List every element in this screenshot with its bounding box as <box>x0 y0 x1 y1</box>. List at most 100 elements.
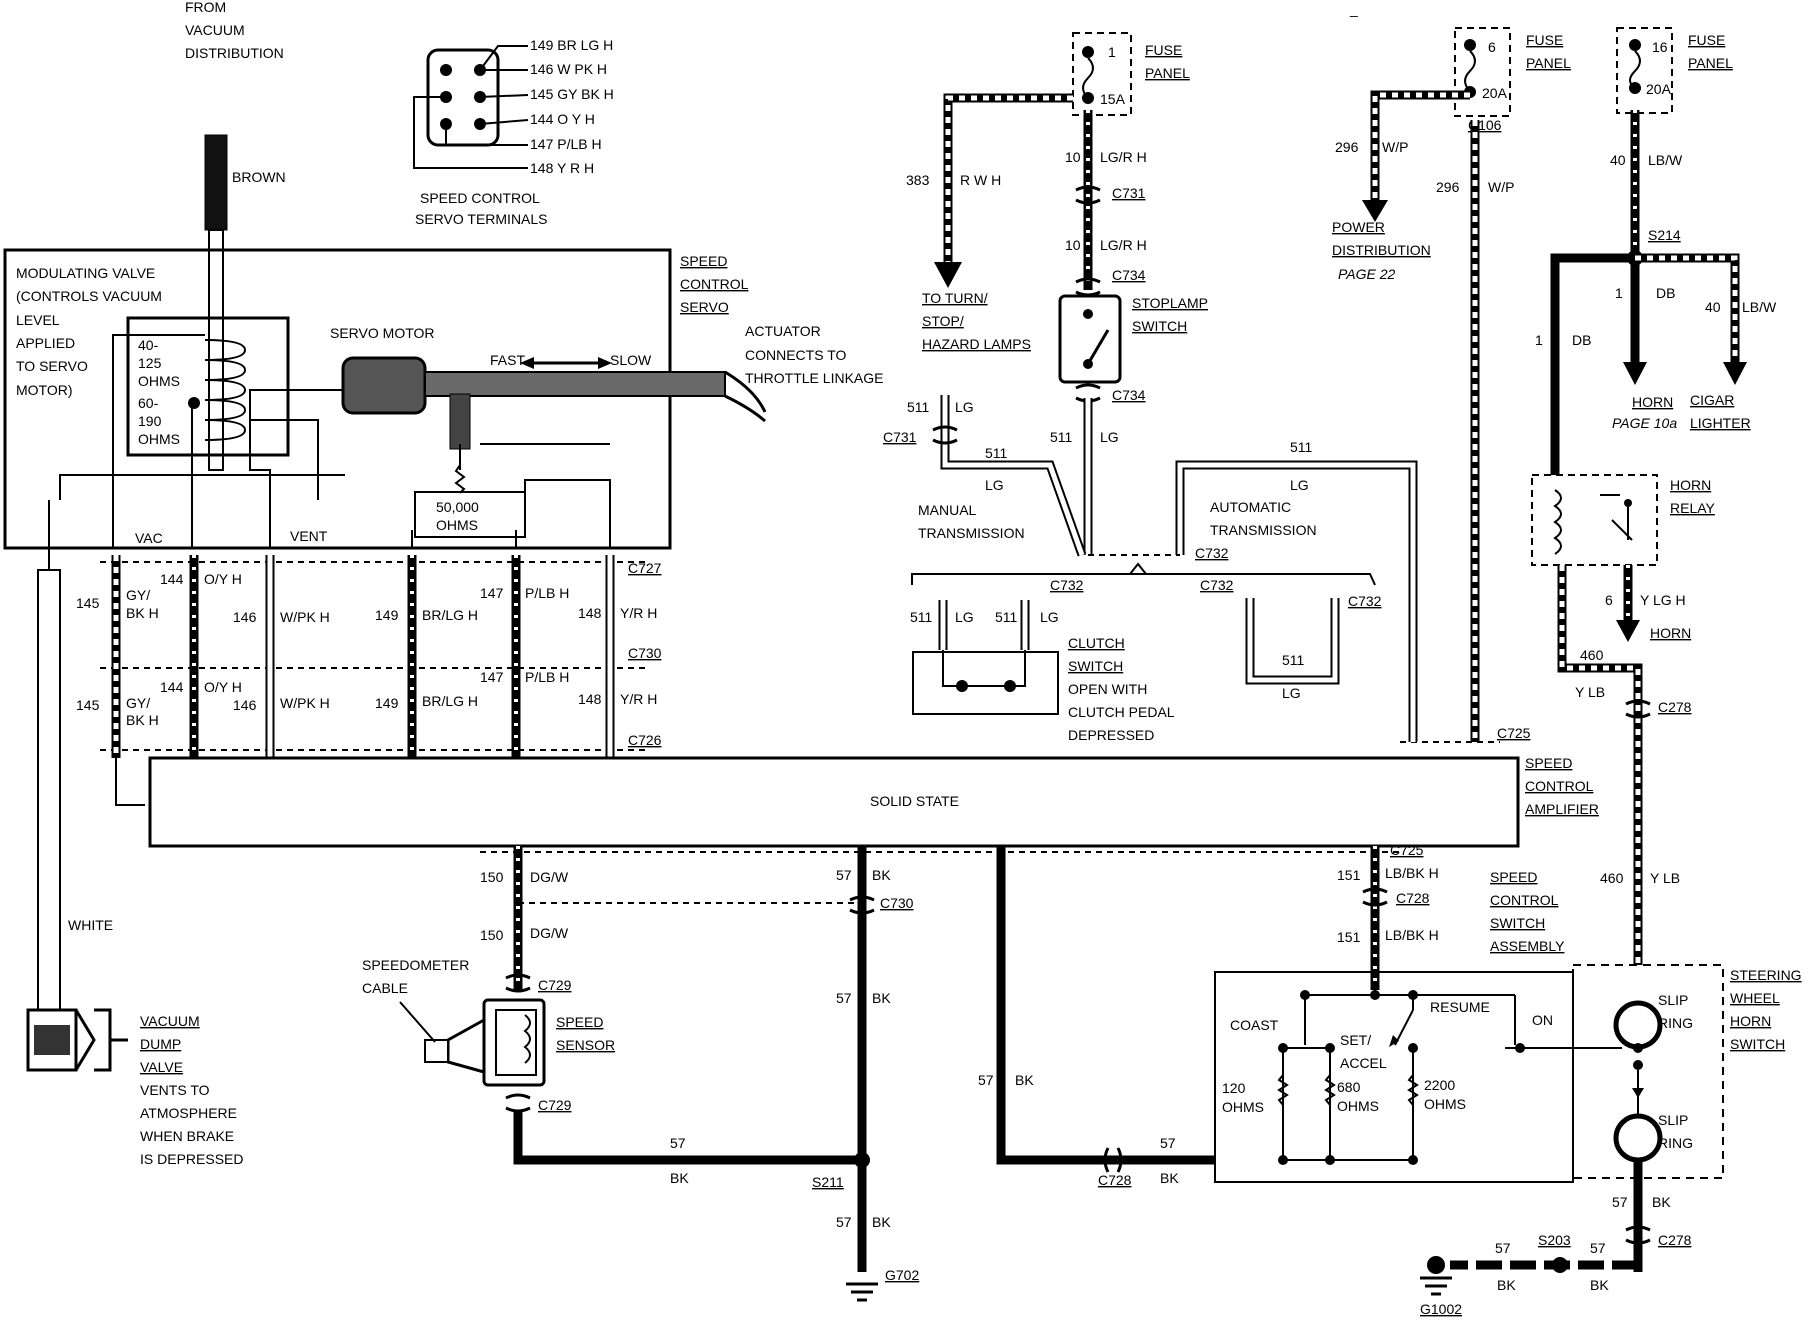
svg-text:C734: C734 <box>1112 267 1146 283</box>
svg-text:BK: BK <box>872 867 891 883</box>
wire-150-dg-w: 150 DG/W 150 DG/W C729 <box>480 846 860 993</box>
servo-motor: SERVO MOTOR <box>330 325 767 450</box>
svg-text:PAGE 22: PAGE 22 <box>1338 266 1396 282</box>
svg-text:57: 57 <box>1495 1240 1511 1256</box>
speed-control-switch-assembly: SPEED CONTROL SWITCH ASSEMBLY COAST SET/… <box>1214 869 1622 1183</box>
svg-text:OHMS: OHMS <box>1222 1099 1264 1115</box>
svg-text:DUMP: DUMP <box>140 1036 181 1052</box>
svg-text:LG/R H: LG/R H <box>1100 237 1147 253</box>
svg-text:120: 120 <box>1222 1080 1246 1096</box>
vent-label: VENT <box>290 528 328 544</box>
svg-text:145 GY BK H: 145 GY BK H <box>530 86 614 102</box>
svg-text:SERVO: SERVO <box>680 299 729 315</box>
svg-text:POWER: POWER <box>1332 219 1385 235</box>
svg-text:Y/R H: Y/R H <box>620 691 657 707</box>
white-hose-label: WHITE <box>68 917 113 933</box>
svg-text:50,000: 50,000 <box>436 499 479 515</box>
svg-text:SLOW: SLOW <box>610 352 652 368</box>
svg-text:150: 150 <box>480 869 504 885</box>
svg-text:57: 57 <box>836 1214 852 1230</box>
svg-text:LG: LG <box>985 477 1004 493</box>
svg-text:C732: C732 <box>1050 577 1084 593</box>
svg-text:S203: S203 <box>1538 1232 1571 1248</box>
svg-text:511: 511 <box>1282 652 1305 668</box>
brown-vacuum-hose: BROWN <box>204 134 286 471</box>
svg-text:460: 460 <box>1600 870 1624 886</box>
svg-text:HAZARD LAMPS: HAZARD LAMPS <box>922 336 1031 352</box>
servo-motor-label: SERVO MOTOR <box>330 325 435 341</box>
svg-text:TRANSMISSION: TRANSMISSION <box>918 525 1025 541</box>
speed-control-servo-title: SPEED CONTROL SERVO <box>680 253 749 315</box>
svg-text:FUSE: FUSE <box>1688 32 1725 48</box>
svg-text:145: 145 <box>76 595 100 611</box>
svg-text:MANUAL: MANUAL <box>918 502 977 518</box>
svg-text:190: 190 <box>138 413 162 429</box>
steering-wheel-horn-switch: SLIP RING SLIP RING STEERING WHEEL HORN … <box>1572 964 1802 1179</box>
svg-text:ACCEL: ACCEL <box>1340 1055 1387 1071</box>
servo-harness-connector-row-c727: C727 C730 C726 <box>100 560 662 751</box>
feedback-potentiometer: 50,000 OHMS <box>414 443 611 538</box>
svg-text:FUSE: FUSE <box>1526 32 1563 48</box>
svg-text:DB: DB <box>1572 332 1591 348</box>
svg-text:15A: 15A <box>1100 91 1126 107</box>
servo-harness-wires <box>111 555 615 806</box>
svg-text:ASSEMBLY: ASSEMBLY <box>1490 938 1565 954</box>
svg-text:SWITCH: SWITCH <box>1132 318 1187 334</box>
svg-text:TO SERVO: TO SERVO <box>16 358 88 374</box>
svg-text:W/PK H: W/PK H <box>280 609 330 625</box>
svg-text:511: 511 <box>985 445 1008 461</box>
svg-text:GY/: GY/ <box>126 695 150 711</box>
svg-text:C732: C732 <box>1195 545 1229 561</box>
svg-text:57: 57 <box>1590 1240 1606 1256</box>
svg-text:511: 511 <box>907 399 930 415</box>
svg-text:BK: BK <box>1015 1072 1034 1088</box>
svg-text:LG: LG <box>1282 685 1301 701</box>
svg-text:20A: 20A <box>1646 81 1672 97</box>
svg-text:HORN: HORN <box>1730 1013 1771 1029</box>
svg-text:149 BR LG H: 149 BR LG H <box>530 37 613 53</box>
svg-text:P/LB H: P/LB H <box>525 585 569 601</box>
svg-text:57: 57 <box>670 1135 686 1151</box>
svg-text:C730: C730 <box>628 645 662 661</box>
svg-text:511: 511 <box>1050 429 1073 445</box>
svg-text:BR/LG H: BR/LG H <box>422 693 478 709</box>
speed-control-amplifier: SOLID STATE SPEED CONTROL AMPLIFIER C725… <box>148 725 1599 858</box>
svg-text:148 Y R H: 148 Y R H <box>530 160 594 176</box>
svg-text:40: 40 <box>1705 299 1721 315</box>
svg-text:LG: LG <box>1290 477 1309 493</box>
svg-text:STOPLAMP: STOPLAMP <box>1132 295 1208 311</box>
svg-text:147 P/LB H: 147 P/LB H <box>530 136 602 152</box>
svg-text:WHEEL: WHEEL <box>1730 990 1780 1006</box>
svg-text:DG/W: DG/W <box>530 925 569 941</box>
svg-text:CONNECTS TO: CONNECTS TO <box>745 347 846 363</box>
svg-text:C732: C732 <box>1348 593 1382 609</box>
svg-text:296: 296 <box>1436 179 1460 195</box>
svg-text:1: 1 <box>1535 332 1543 348</box>
svg-text:DISTRIBUTION: DISTRIBUTION <box>1332 242 1431 258</box>
svg-text:CONTROL: CONTROL <box>1490 892 1559 908</box>
svg-text:SPEED CONTROL: SPEED CONTROL <box>420 190 540 206</box>
automatic-jumper: C732 C732 511 LG <box>1200 577 1382 701</box>
wire-151-lb-bk: 151 LB/BK H C728 151 LB/BK H <box>1337 846 1439 990</box>
svg-text:HORN: HORN <box>1632 394 1673 410</box>
svg-text:57: 57 <box>978 1072 994 1088</box>
svg-text:LB/BK H: LB/BK H <box>1385 865 1439 881</box>
svg-text:O/Y H: O/Y H <box>204 679 242 695</box>
svg-text:HORN: HORN <box>1650 625 1691 641</box>
svg-text:125: 125 <box>138 355 162 371</box>
servo-terminal-connector: 149 BR LG H 146 W PK H 145 GY BK H 144 O… <box>413 37 614 227</box>
svg-text:460: 460 <box>1580 647 1604 663</box>
svg-text:296: 296 <box>1335 139 1359 155</box>
vacuum-source-label: FROM VACUUM DISTRIBUTION <box>185 0 284 61</box>
fuse-panel-6: 6 20A FUSE PANEL C106 <box>1454 27 1571 133</box>
wire-57-bk-ground-g702: 57 BK 57 BK C730 57 BK S211 57 BK G702 <box>513 846 919 1302</box>
fuse-panel-1: 1 15A FUSE PANEL <box>1072 32 1190 116</box>
svg-text:10: 10 <box>1065 149 1081 165</box>
svg-text:PANEL: PANEL <box>1688 55 1733 71</box>
corner-mark: _ <box>1349 1 1358 17</box>
svg-text:LG: LG <box>955 609 974 625</box>
svg-text:LB/BK H: LB/BK H <box>1385 927 1439 943</box>
horn-feed-wires: 40 LB/W S214 1 DB HORN PAGE 10a 40 LB/W … <box>1535 110 1777 475</box>
svg-text:SPEED: SPEED <box>1525 755 1572 771</box>
svg-text:144 O Y H: 144 O Y H <box>530 111 595 127</box>
